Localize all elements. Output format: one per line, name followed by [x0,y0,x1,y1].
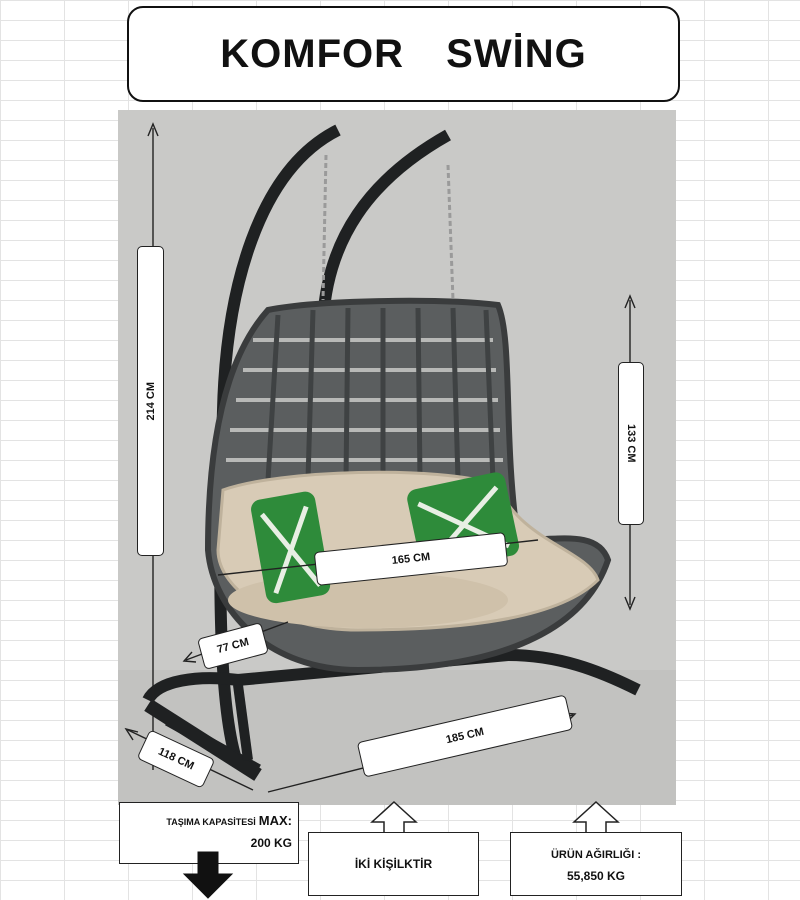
persons-box: İKİ KİŞİLKTİR [308,832,479,896]
up-arrow-icon-2 [572,800,620,835]
product-photo: RA [118,110,676,805]
persons-text: İKİ KİŞİLKTİR [354,857,433,871]
title-box: KOMFOR SWİNG [127,6,680,102]
height-total-label: 214 CM [137,246,164,556]
capacity-value: 200 KG [250,836,292,850]
seat-width-value: 165 CM [391,551,431,567]
weight-label: ÜRÜN AĞIRLIĞI : [550,849,642,861]
base-depth-value: 118 CM [156,745,196,773]
page-title: KOMFOR SWİNG [220,31,587,76]
capacity-line: TAŞIMA KAPASİTESİ MAX: [120,813,292,828]
height-total-value: 214 CM [144,381,157,421]
up-arrow-icon [370,800,418,835]
capacity-max: MAX: [258,813,292,828]
weight-box: ÜRÜN AĞIRLIĞI : 55,850 KG [510,832,682,896]
back-height-label: 133 CM [618,362,644,525]
capacity-label: TAŞIMA KAPASİTESİ [166,817,256,827]
seat-depth-value: 77 CM [215,636,251,656]
base-width-value: 185 CM [444,725,486,747]
down-arrow-icon [182,851,234,899]
weight-value: 55,850 KG [566,869,626,883]
back-height-value: 133 CM [625,424,637,463]
